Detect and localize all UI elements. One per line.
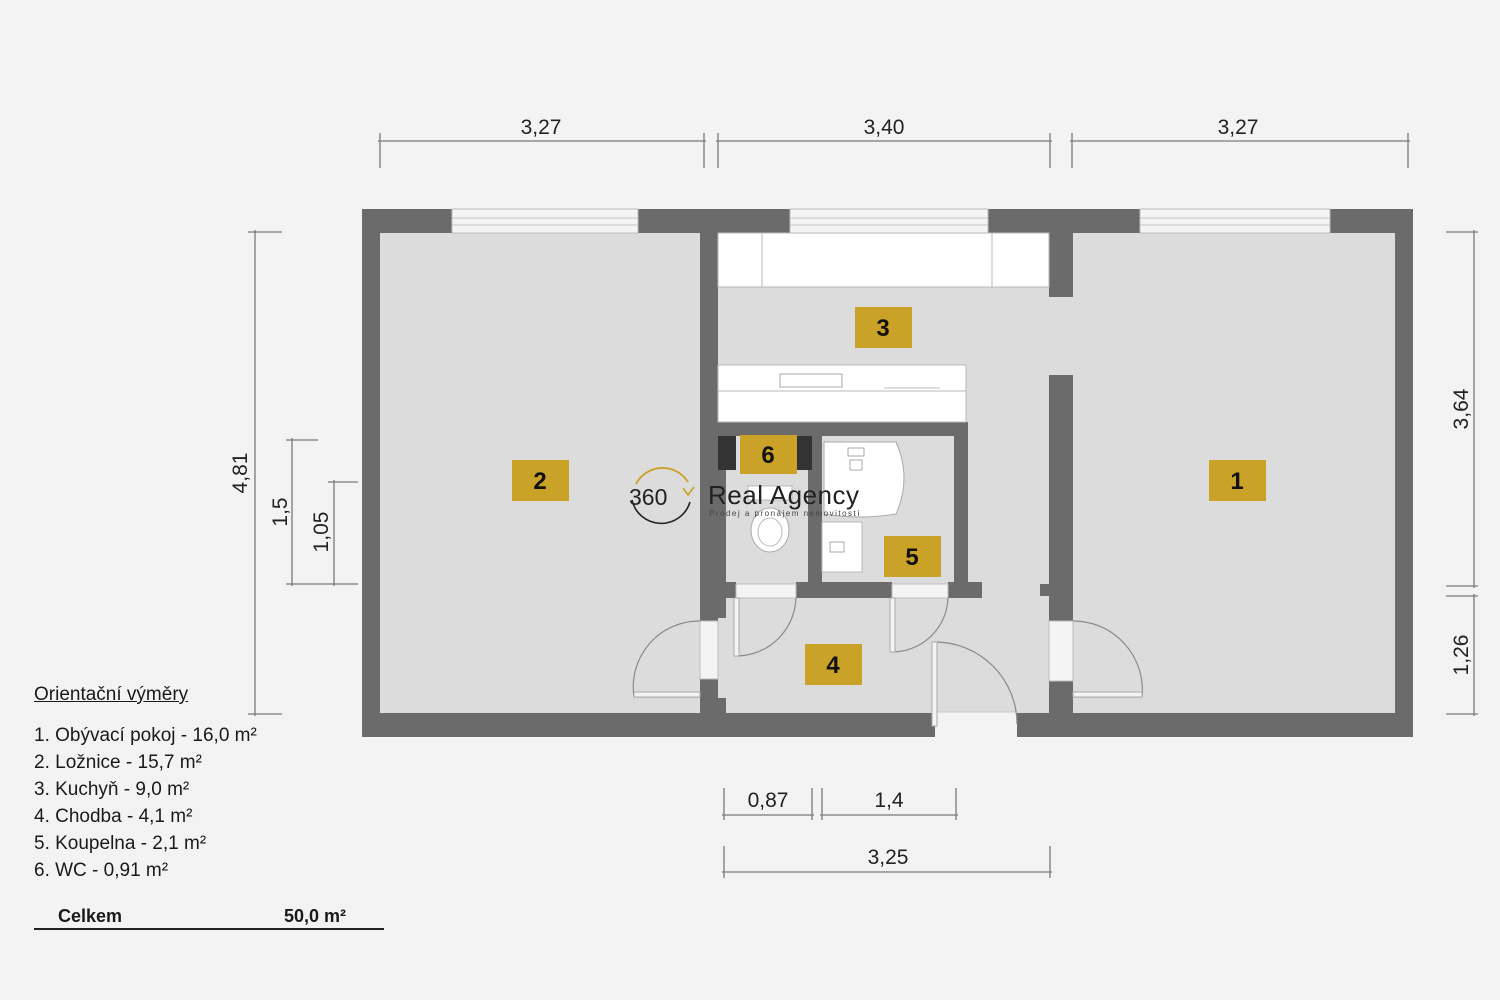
dimension-label: 0,87 bbox=[748, 789, 789, 812]
dimension-right-upper: 3,64 bbox=[1446, 230, 1478, 588]
kitchen-counter-island bbox=[717, 364, 967, 423]
dimension-left-total: 4,81 bbox=[229, 230, 282, 716]
room-label-1: 1 bbox=[1209, 460, 1266, 501]
kitchen-counter-top bbox=[717, 232, 1050, 288]
door-bathroom bbox=[889, 583, 949, 653]
dimension-label: 1,26 bbox=[1450, 635, 1473, 676]
door-wc bbox=[733, 583, 797, 657]
room-label-6: 6 bbox=[740, 435, 797, 474]
svg-text:2: 2 bbox=[533, 468, 546, 495]
dimension-left-inner: 1,05 bbox=[310, 480, 358, 586]
room-label-2: 2 bbox=[512, 460, 569, 501]
legend-total: Celkem 50,0 m² bbox=[34, 906, 384, 930]
svg-text:4: 4 bbox=[826, 652, 840, 679]
dimension-right-lower: 1,26 bbox=[1446, 594, 1478, 716]
door-bedroom bbox=[632, 620, 719, 698]
dimension-label: 3,40 bbox=[864, 116, 905, 139]
dimension-label: 3,27 bbox=[1218, 116, 1259, 139]
legend-item: 3. Kuchyň - 9,0 m² bbox=[34, 779, 190, 800]
legend-item: 6. WC - 0,91 m² bbox=[34, 860, 169, 881]
dimension-top-left: 3,27 bbox=[378, 116, 706, 168]
room-label-5: 5 bbox=[884, 536, 941, 577]
logo-ring-icon bbox=[631, 467, 695, 525]
bathroom-fixtures bbox=[821, 441, 905, 573]
total-label: Celkem bbox=[58, 906, 123, 926]
dimension-label: 3,27 bbox=[521, 116, 562, 139]
total-value: 50,0 m² bbox=[284, 906, 347, 926]
logo-tagline: Prodej a pronájem nemovitostí bbox=[709, 509, 861, 518]
dimension-bottom-a: 0,87 bbox=[722, 788, 814, 820]
legend-list: 1. Obývací pokoj - 16,0 m² 2. Ložnice - … bbox=[34, 722, 394, 884]
logo-name: Real Agency bbox=[708, 480, 860, 510]
legend-item: 5. Koupelna - 2,1 m² bbox=[34, 833, 207, 854]
svg-text:1: 1 bbox=[1230, 468, 1243, 495]
window-kitchen bbox=[789, 208, 989, 234]
dimension-top-right: 3,27 bbox=[1070, 116, 1410, 168]
dimension-bottom-total: 3,25 bbox=[722, 846, 1052, 878]
dimension-left-window: 1,5 bbox=[269, 438, 358, 586]
svg-text:5: 5 bbox=[905, 544, 918, 571]
dimension-label: 1,05 bbox=[310, 512, 333, 553]
svg-text:3: 3 bbox=[876, 315, 889, 342]
dimension-label: 1,5 bbox=[269, 497, 292, 526]
interior-walls bbox=[700, 233, 1073, 714]
svg-text:6: 6 bbox=[761, 442, 774, 469]
dimension-label: 4,81 bbox=[229, 453, 252, 494]
area-legend: Orientační výměry 1. Obývací pokoj - 16,… bbox=[34, 684, 394, 930]
legend-item: 4. Chodba - 4,1 m² bbox=[34, 806, 193, 827]
dimension-label: 3,64 bbox=[1450, 388, 1473, 429]
door-living-room bbox=[1048, 620, 1143, 698]
wc-fixtures bbox=[718, 436, 812, 553]
window-bedroom bbox=[451, 208, 639, 234]
room-label-4: 4 bbox=[805, 644, 862, 685]
legend-title: Orientační výměry bbox=[34, 684, 189, 705]
dimension-bottom-b: 1,4 bbox=[820, 788, 958, 820]
legend-item: 1. Obývací pokoj - 16,0 m² bbox=[34, 725, 257, 746]
room-label-3: 3 bbox=[855, 307, 912, 348]
entrance-opening bbox=[935, 712, 1017, 738]
window-living-room bbox=[1139, 208, 1331, 234]
legend-item: 2. Ložnice - 15,7 m² bbox=[34, 752, 202, 773]
dimension-label: 1,4 bbox=[874, 789, 904, 812]
door-entrance bbox=[931, 641, 1018, 727]
logo-number: 360 bbox=[629, 484, 668, 510]
company-logo: 360 Real Agency Prodej a pronájem nemovi… bbox=[625, 462, 885, 537]
dimension-top-middle: 3,40 bbox=[716, 116, 1052, 168]
dimension-label: 3,25 bbox=[868, 846, 909, 869]
